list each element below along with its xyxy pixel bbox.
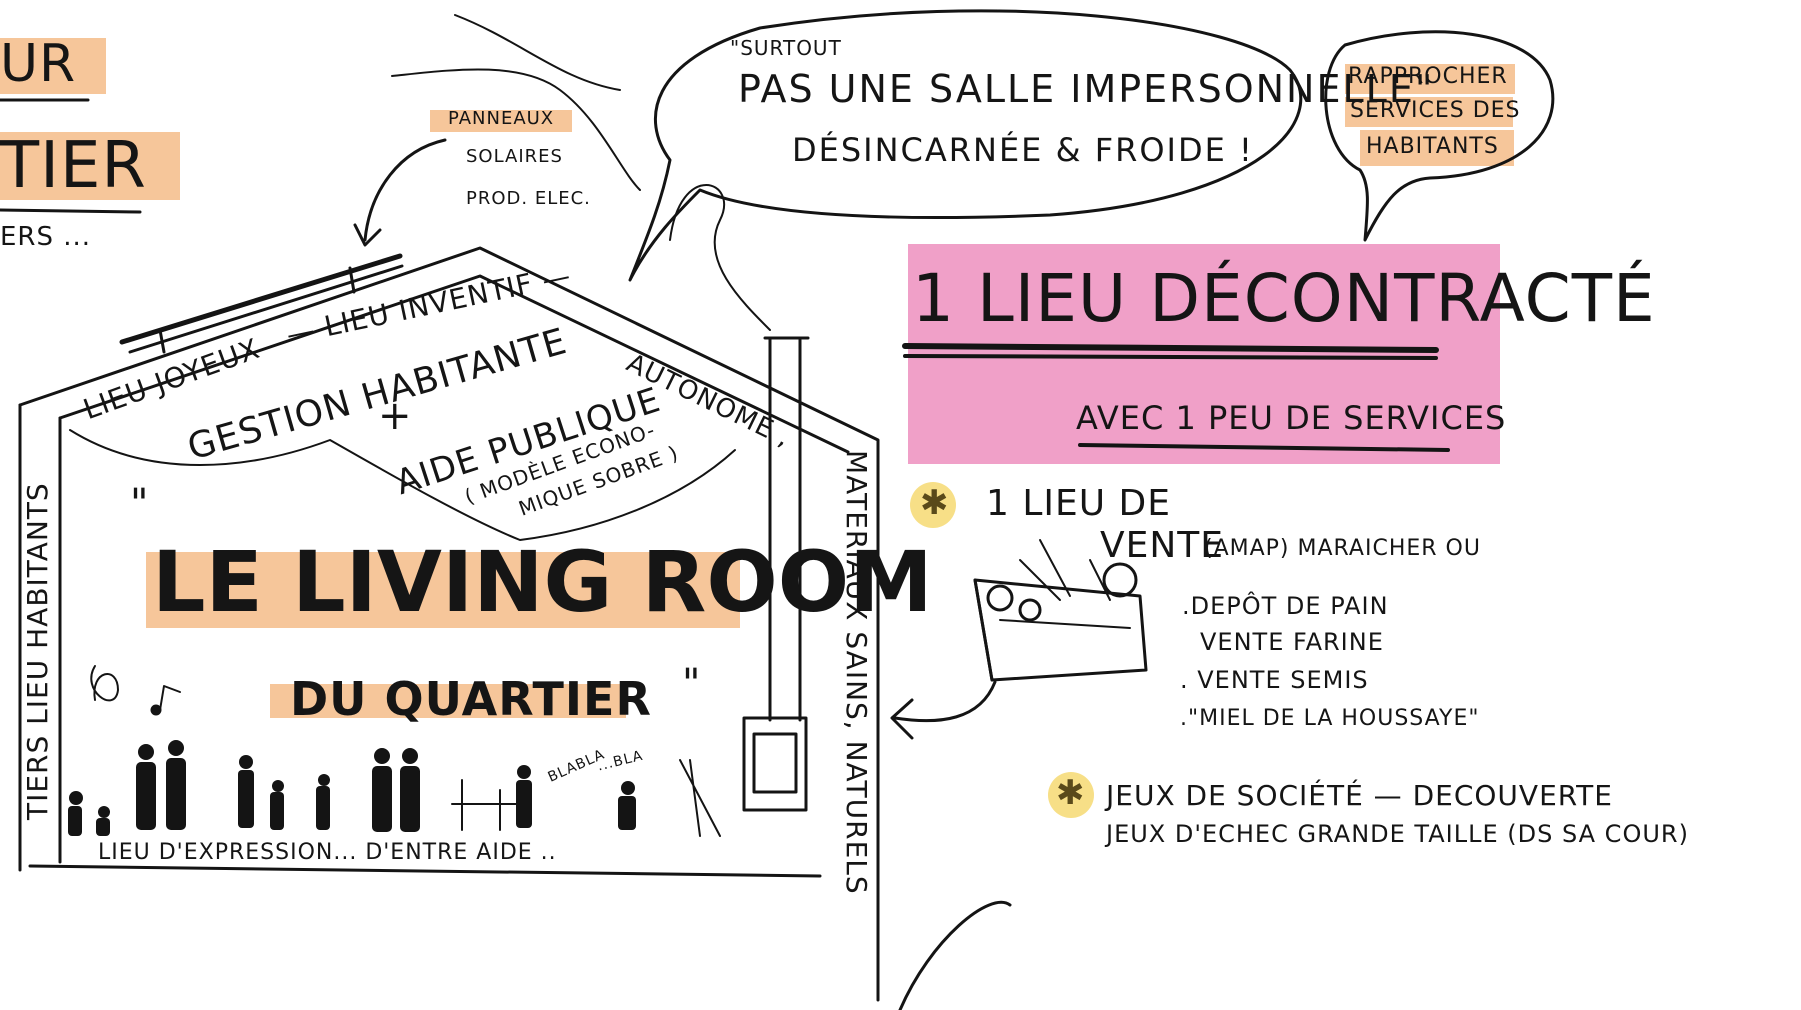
bullet-dot-jeux [1048,772,1094,818]
left-highlight-top [0,38,106,94]
left-edge-line1: UR [0,34,77,94]
subtitle-highlight [270,684,626,718]
vente-item-3: . VENTE SEMIS [1180,666,1369,694]
solar-line2: SOLAIRES [466,146,563,167]
vente-line1: 1 LIEU DE [986,483,1172,524]
left-highlight-mid [0,132,180,200]
living-room-subtitle: DU QUARTIER [290,672,652,726]
vente-line2: VENTE [1100,525,1225,566]
bubble-main-intro: "SURTOUT [730,36,842,60]
solar-line1: PANNEAUX [448,108,555,129]
title-highlight [146,552,740,628]
living-room-title: LE LIVING ROOM [152,533,933,631]
bubble-main-line1: PAS UNE SALLE IMPERSONNELLE" [738,67,1435,111]
floor-label: LIEU D'EXPRESSION... D'ENTRE AIDE .. [98,840,557,865]
vente-item-4: ."MIEL DE LA HOUSSAYE" [1180,706,1480,731]
quote-open: " [130,481,150,527]
right-wall-label: MATERIAUX SAINS, NATURELS [840,450,873,895]
plus-sign: + [378,393,413,439]
bubble-small-highlight-1 [1345,64,1515,94]
bubble-small-line1: RAPPROCHER [1348,64,1508,89]
vente-item-2: VENTE FARINE [1200,628,1384,656]
vente-line2b: (AMAP) MARAICHER OU [1204,536,1481,561]
left-edge-line2: TIER [0,129,147,203]
bubble-small-line2: SERVICES DES [1350,98,1521,123]
jeux-line1: JEUX DE SOCIÉTÉ — DECOUVERTE [1106,779,1613,812]
quote-close: " [682,661,702,707]
jeux-line2: JEUX D'ECHEC GRANDE TAILLE (DS SA COUR) [1106,820,1689,848]
vente-bullet-icon: ✱ [920,483,949,523]
solar-highlight [430,110,572,132]
bullet-dot-vente [910,482,956,528]
bubble-main-line2: DÉSINCARNÉE & FROIDE ! [792,131,1254,169]
pink-sub: AVEC 1 PEU DE SERVICES [1076,399,1507,437]
bubble-small-highlight-3 [1360,130,1514,166]
left-wall-label: TIERS LIEU HABITANTS [21,482,54,820]
bubble-small-highlight-2 [1345,97,1513,127]
pink-panel [908,244,1500,464]
left-edge-line3: ERS ... [0,222,92,252]
vente-item-1: .DEPÔT DE PAIN [1182,592,1389,620]
solar-line3: PROD. ELEC. [466,188,591,209]
pink-headline: 1 LIEU DÉCONTRACTÉ [912,260,1656,337]
bubble-small-line3: HABITANTS [1366,134,1499,159]
jeux-bullet-icon: ✱ [1056,773,1085,813]
